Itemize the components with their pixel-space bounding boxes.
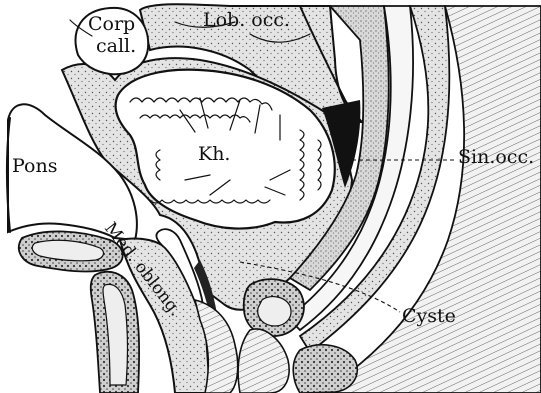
label-cyste: Cyste — [402, 305, 456, 327]
label-sin-occ: Sin.occ. — [458, 146, 534, 168]
label-kh: Kh. — [198, 143, 230, 165]
label-pons: Pons — [12, 155, 57, 177]
label-corp: Corp — [88, 13, 135, 35]
label-lob-occ: Lob. occ. — [203, 9, 290, 31]
label-call: call. — [96, 35, 136, 57]
cervical-structures — [238, 279, 357, 393]
